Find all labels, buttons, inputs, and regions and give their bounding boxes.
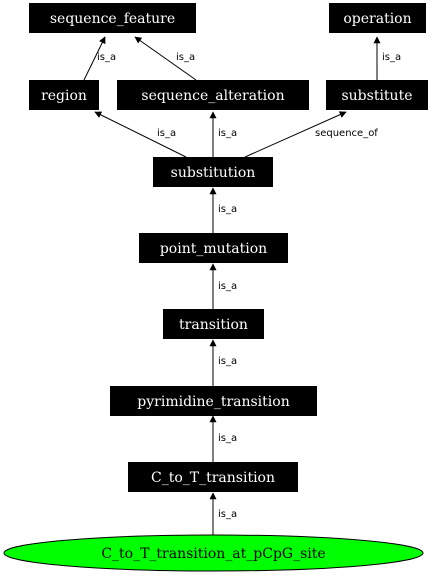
- node-c-to-t-transition-at-pcpg-site[interactable]: C_to_T_transition_at_pCpG_site: [3, 534, 424, 572]
- node-label-point-mutation: point_mutation: [160, 241, 267, 257]
- node-label-sequence-alteration: sequence_alteration: [141, 88, 284, 104]
- edge-label-transition-point-mutation: is_a: [218, 281, 237, 292]
- edge-substitution-to-substitute: [244, 111, 347, 158]
- node-transition[interactable]: transition: [163, 309, 264, 339]
- node-c-to-t-transition[interactable]: C_to_T_transition: [128, 462, 298, 492]
- edge-label-substitution-region: is_a: [157, 128, 176, 139]
- node-sequence-alteration[interactable]: sequence_alteration: [117, 80, 309, 110]
- edge-label-region-sequence-feature: is_a: [97, 52, 116, 63]
- node-label-pyrimidine-transition: pyrimidine_transition: [137, 394, 289, 410]
- node-label-substitute: substitute: [341, 88, 412, 104]
- node-label-region: region: [41, 88, 87, 104]
- node-label-sequence-feature: sequence_feature: [50, 11, 175, 27]
- edge-substitution-to-region: [94, 111, 187, 158]
- node-region[interactable]: region: [29, 80, 99, 110]
- node-pyrimidine-transition[interactable]: pyrimidine_transition: [110, 386, 317, 416]
- edges: is_a is_a is_a is_a is_a sequence_of is_…: [83, 36, 401, 537]
- edge-sequence-alteration-to-sequence-feature: [134, 36, 197, 81]
- nodes: sequence_feature operation region sequen…: [3, 3, 428, 572]
- node-sequence-feature[interactable]: sequence_feature: [29, 3, 196, 33]
- node-point-mutation[interactable]: point_mutation: [139, 233, 288, 263]
- edge-label-c-to-t-transition-at-pcpg-site-c-to-t-transition: is_a: [218, 509, 237, 520]
- edge-label-sequence-alteration-sequence-feature: is_a: [176, 52, 195, 63]
- edge-label-c-to-t-transition-pyrimidine-transition: is_a: [218, 433, 237, 444]
- node-label-c-to-t-transition: C_to_T_transition: [151, 470, 275, 486]
- node-label-substitution: substitution: [171, 165, 256, 181]
- node-substitute[interactable]: substitute: [326, 80, 428, 110]
- edge-label-substitution-sequence-alteration: is_a: [218, 128, 237, 139]
- node-label-transition: transition: [179, 317, 248, 333]
- edge-label-point-mutation-substitution: is_a: [218, 204, 237, 215]
- edge-label-substitution-substitute: sequence_of: [315, 128, 378, 139]
- edge-label-substitute-operation: is_a: [382, 52, 401, 63]
- edge-region-to-sequence-feature: [83, 36, 106, 81]
- node-label-c-to-t-transition-at-pcpg-site: C_to_T_transition_at_pCpG_site: [101, 546, 325, 562]
- node-label-operation: operation: [343, 11, 411, 27]
- node-substitution[interactable]: substitution: [153, 157, 273, 187]
- edge-label-pyrimidine-transition-transition: is_a: [218, 356, 237, 367]
- node-operation[interactable]: operation: [329, 3, 426, 33]
